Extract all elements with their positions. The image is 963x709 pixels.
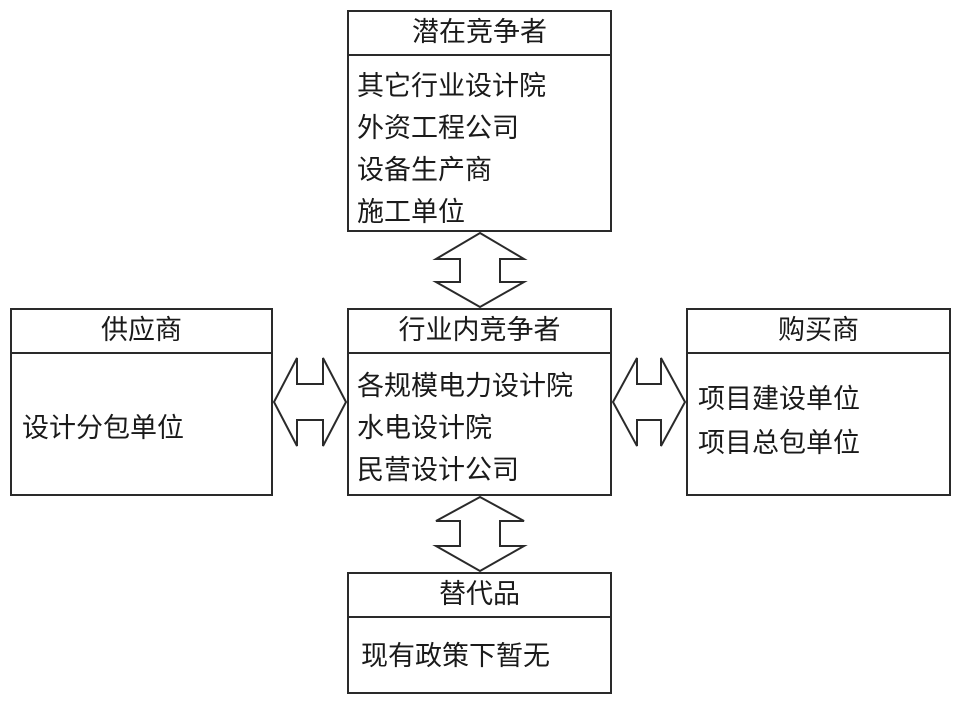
list-item: 设计分包单位 [22, 413, 184, 444]
industry-competitors-title: 行业内竞争者 [349, 310, 610, 354]
substitutes-box: 替代品 现有政策下暂无 [347, 572, 612, 694]
potential-competitors-title: 潜在竞争者 [349, 12, 610, 56]
list-item: 项目总包单位 [698, 428, 860, 459]
double-arrow-icon [611, 357, 687, 447]
potential-competitors-list: 其它行业设计院 外资工程公司 设备生产商 施工单位 [357, 66, 606, 234]
list-item: 水电设计院 [357, 413, 492, 444]
suppliers-box: 供应商 设计分包单位 [10, 308, 273, 496]
list-item: 现有政策下暂无 [361, 641, 550, 672]
industry-competitors-box: 行业内竞争者 各规模电力设计院 水电设计院 民营设计公司 [347, 308, 612, 496]
list-item: 民营设计公司 [357, 455, 519, 486]
double-arrow-icon [432, 231, 528, 309]
substitutes-title: 替代品 [349, 574, 610, 618]
potential-competitors-box: 潜在竞争者 其它行业设计院 外资工程公司 设备生产商 施工单位 [347, 10, 612, 232]
buyers-box: 购买商 项目建设单位 项目总包单位 [686, 308, 951, 496]
double-arrow-icon [432, 495, 528, 573]
buyers-title: 购买商 [688, 310, 949, 354]
industry-competitors-list: 各规模电力设计院 水电设计院 民营设计公司 [357, 366, 606, 492]
list-item: 设备生产商 [357, 155, 492, 186]
suppliers-list: 设计分包单位 [22, 408, 267, 450]
list-item: 项目建设单位 [698, 384, 860, 415]
suppliers-title: 供应商 [12, 310, 271, 354]
list-item: 外资工程公司 [357, 113, 519, 144]
substitutes-list: 现有政策下暂无 [361, 636, 606, 678]
double-arrow-icon [272, 357, 348, 447]
buyers-list: 项目建设单位 项目总包单位 [698, 378, 945, 466]
list-item: 施工单位 [357, 197, 465, 228]
list-item: 其它行业设计院 [357, 71, 546, 102]
list-item: 各规模电力设计院 [357, 371, 573, 402]
